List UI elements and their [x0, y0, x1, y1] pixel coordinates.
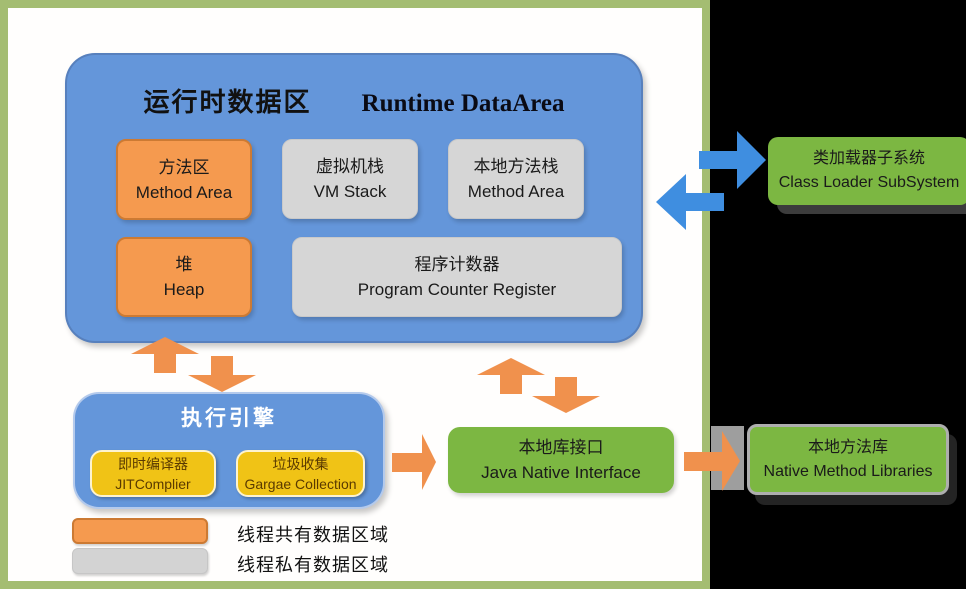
garbage-collection-box: 垃圾收集 Gargae Collection	[236, 450, 365, 497]
garbage-collection-label-en: Gargae Collection	[244, 475, 357, 492]
runtime-title-en: Runtime DataArea	[361, 90, 565, 117]
heap-label-zh: 堆	[175, 255, 193, 274]
arrow-shaft	[686, 193, 724, 211]
jni-box: 本地库接口 Java Native Interface	[448, 427, 674, 493]
arrow-shaft	[392, 452, 422, 472]
arrow-shaft	[500, 375, 522, 394]
heap-label-en: Heap	[163, 280, 205, 299]
arrow-classloader-to-runtime-icon	[656, 174, 724, 230]
arrow-shaft	[684, 451, 722, 471]
arrow-runtime-to-classloader-icon	[699, 131, 766, 189]
method-area-box: 方法区 Method Area	[116, 139, 252, 220]
runtime-data-area-title: 运行时数据区 Runtime DataArea	[65, 82, 643, 119]
native-method-libraries-label-en: Native Method Libraries	[763, 462, 933, 480]
method-area-label-en: Method Area	[135, 182, 233, 202]
arrow-head-icon	[656, 174, 686, 230]
arrow-head-icon	[188, 375, 256, 392]
native-method-stack-label-en: Method Area	[467, 182, 565, 201]
arrow-head-icon	[737, 131, 766, 189]
class-loader-box: 类加载器子系统 Class Loader SubSystem	[768, 137, 966, 205]
class-loader-label-en: Class Loader SubSystem	[778, 174, 960, 191]
garbage-collection-label-zh: 垃圾收集	[272, 455, 329, 472]
legend-label-private: 线程私有数据区域	[237, 555, 389, 575]
arrow-head-icon	[131, 337, 199, 354]
legend-swatch-shared	[72, 518, 208, 544]
vm-stack-label-zh: 虚拟机栈	[316, 157, 384, 176]
arrow-up-engine-to-runtime-icon	[131, 337, 199, 373]
class-loader-label-zh: 类加载器子系统	[812, 150, 925, 167]
arrow-jni-to-native-libraries-icon	[684, 431, 740, 491]
runtime-title-zh: 运行时数据区	[143, 87, 312, 117]
native-method-stack-label-zh: 本地方法栈	[473, 157, 559, 176]
program-counter-label-zh: 程序计数器	[414, 255, 500, 274]
execution-engine-title: 执行引擎	[181, 407, 277, 430]
arrow-head-icon	[422, 434, 436, 490]
arrow-down-runtime-to-engine-icon	[188, 356, 256, 392]
arrow-head-icon	[722, 431, 740, 491]
jit-compiler-label-en: JITComplier	[115, 475, 191, 492]
arrow-up-jni-to-runtime-icon	[477, 358, 545, 394]
native-method-libraries-label-zh: 本地方法库	[807, 438, 888, 456]
arrow-head-icon	[532, 396, 600, 413]
arrow-head-icon	[477, 358, 545, 375]
arrow-down-runtime-to-jni-icon	[532, 377, 600, 413]
jni-label-zh: 本地库接口	[518, 438, 604, 457]
legend-swatch-private	[72, 548, 208, 574]
vm-stack-box: 虚拟机栈 VM Stack	[282, 139, 418, 219]
program-counter-label-en: Program Counter Register	[357, 280, 557, 299]
arrow-shaft	[555, 377, 577, 396]
arrow-shaft	[154, 354, 176, 373]
arrow-shaft	[699, 151, 737, 169]
native-method-stack-box: 本地方法栈 Method Area	[448, 139, 584, 219]
method-area-label-zh: 方法区	[158, 157, 210, 177]
vm-stack-label-en: VM Stack	[313, 182, 387, 201]
heap-box: 堆 Heap	[116, 237, 252, 317]
program-counter-box: 程序计数器 Program Counter Register	[292, 237, 622, 317]
jni-label-en: Java Native Interface	[481, 463, 641, 482]
jit-compiler-label-zh: 即时编译器	[118, 455, 188, 472]
arrow-shaft	[211, 356, 233, 375]
jit-compiler-box: 即时编译器 JITComplier	[90, 450, 216, 497]
arrow-engine-to-jni-icon	[392, 434, 436, 490]
legend-label-shared: 线程共有数据区域	[237, 525, 389, 545]
native-method-libraries-box: 本地方法库 Native Method Libraries	[747, 424, 949, 495]
